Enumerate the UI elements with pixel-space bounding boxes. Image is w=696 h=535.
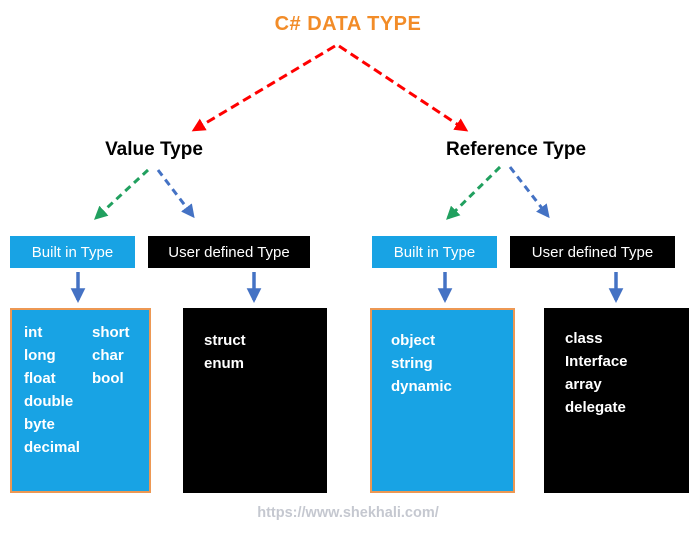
type-item: double: [24, 393, 74, 410]
type-item: struct: [204, 332, 246, 349]
blue-dashed-arrow-value-to-userdefined: [156, 169, 195, 219]
reference-userdefined-type-box: User defined Type: [510, 236, 675, 268]
type-item: dynamic: [391, 378, 452, 395]
reference-type-label: Reference Type: [445, 139, 587, 160]
red-dashed-arrow-title-to-reference-type: [338, 44, 469, 132]
value-type-label: Value Type: [105, 139, 203, 160]
reference-builtin-type-box: Built in Type: [372, 236, 497, 268]
type-item: Interface: [565, 353, 628, 370]
reference-userdefined-types-list: class Interface array delegate: [544, 308, 689, 493]
watermark-url: https://www.shekhali.com/: [257, 505, 439, 521]
green-dashed-arrow-value-to-builtin: [94, 168, 150, 220]
type-item: long: [24, 347, 56, 364]
type-item: byte: [24, 416, 55, 433]
type-item: bool: [92, 370, 124, 387]
value-userdefined-types-list: struct enum: [183, 308, 327, 493]
type-item: array: [565, 376, 602, 393]
value-userdefined-type-box: User defined Type: [148, 236, 310, 268]
type-item: char: [92, 347, 124, 364]
type-item: string: [391, 355, 433, 372]
type-item: class: [565, 330, 603, 347]
value-builtin-types-list: int long float double byte decimal short…: [10, 308, 151, 493]
type-item: enum: [204, 355, 245, 372]
red-dashed-arrow-title-to-value-type: [191, 44, 336, 132]
type-column: int long float double byte decimal: [24, 321, 92, 491]
type-item: object: [391, 332, 436, 349]
green-dashed-arrow-reference-to-builtin: [446, 165, 502, 220]
type-item: short: [92, 324, 130, 341]
type-item: delegate: [565, 399, 626, 416]
reference-builtin-types-list: object string dynamic: [370, 308, 515, 493]
type-item: float: [24, 370, 56, 387]
blue-dashed-arrow-reference-to-userdefined: [508, 166, 550, 219]
type-item: decimal: [24, 439, 80, 456]
diagram-title: C# DATA TYPE: [274, 13, 422, 35]
type-item: int: [24, 324, 43, 341]
value-builtin-type-box: Built in Type: [10, 236, 135, 268]
type-column: short char bool: [92, 321, 130, 491]
